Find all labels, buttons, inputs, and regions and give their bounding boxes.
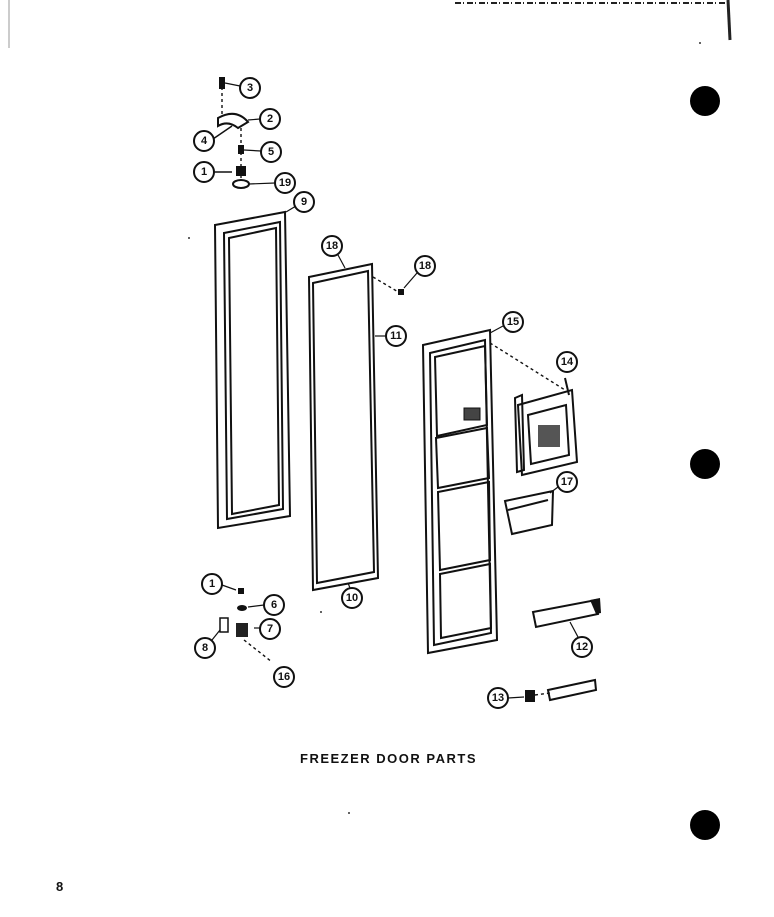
callout-1-top-label: 1: [201, 166, 207, 178]
callout-15: 15: [502, 311, 524, 333]
callout-14-label: 14: [561, 356, 574, 368]
callout-17-label: 17: [561, 476, 573, 488]
door-trim-strip: [525, 678, 598, 702]
callout-12: 12: [571, 636, 593, 658]
dispenser-module: [513, 377, 579, 477]
callout-16-label: 16: [278, 671, 290, 683]
callout-1-bottom-label: 1: [209, 578, 215, 590]
page-number: 8: [56, 879, 64, 894]
callout-14: 14: [556, 351, 578, 373]
callout-3-label: 3: [247, 82, 253, 94]
callout-3: 3: [239, 77, 261, 99]
callout-4-label: 4: [201, 135, 208, 147]
door-shelf-bar: [531, 598, 601, 629]
callout-1-top: 1: [193, 161, 215, 183]
callout-18-liner: 18: [321, 235, 343, 257]
callout-10: 10: [341, 587, 363, 609]
outer-door-panel: [421, 328, 566, 655]
callout-12-label: 12: [576, 641, 588, 653]
door-liner: [307, 262, 404, 592]
callout-2: 2: [259, 108, 281, 130]
callout-19: 19: [274, 172, 296, 194]
door-gasket: [213, 210, 292, 530]
callout-5: 5: [260, 141, 282, 163]
callout-18-liner-label: 18: [326, 240, 338, 252]
drip-tray: [503, 489, 555, 536]
callout-7-label: 7: [267, 623, 273, 635]
binder-hole-top: [690, 86, 720, 116]
callout-9: 9: [293, 191, 315, 213]
callout-19-label: 19: [279, 177, 291, 189]
callout-8-label: 8: [202, 642, 208, 654]
binder-hole-bottom: [690, 810, 720, 840]
callout-18-screw: 18: [414, 255, 436, 277]
callout-1-bottom: 1: [201, 573, 223, 595]
callout-18-screw-label: 18: [419, 260, 431, 272]
callout-9-label: 9: [301, 196, 307, 208]
callout-10-label: 10: [346, 592, 358, 604]
diagram-caption: FREEZER DOOR PARTS: [300, 751, 477, 766]
callout-13: 13: [487, 687, 509, 709]
callout-11: 11: [385, 325, 407, 347]
callout-6: 6: [263, 594, 285, 616]
callout-13-label: 13: [492, 692, 504, 704]
callout-8: 8: [194, 637, 216, 659]
callout-16: 16: [273, 666, 295, 688]
callout-15-label: 15: [507, 316, 519, 328]
callout-17: 17: [556, 471, 578, 493]
callout-4: 4: [193, 130, 215, 152]
callout-2-label: 2: [267, 113, 273, 125]
callout-11-label: 11: [390, 330, 402, 342]
callout-5-label: 5: [268, 146, 274, 158]
callout-6-label: 6: [271, 599, 277, 611]
binder-hole-middle: [690, 449, 720, 479]
callout-7: 7: [259, 618, 281, 640]
scan-edge-marks: [8, 0, 732, 48]
bottom-hinge-assembly: [219, 588, 273, 663]
